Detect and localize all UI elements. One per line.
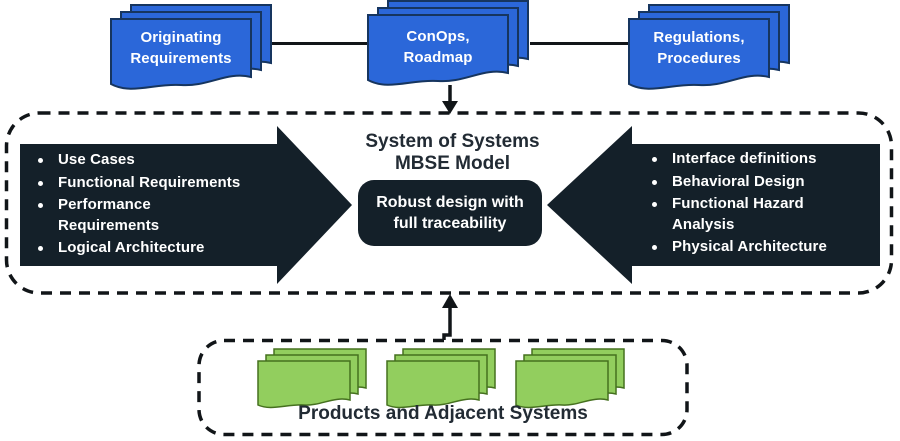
- mbse-model-title: System of Systems MBSE Model: [365, 131, 540, 174]
- list-item: Functional Hazard Analysis: [650, 194, 878, 235]
- list-item-label: Behavioral Design: [672, 172, 805, 190]
- list-item: Functional Requirements: [36, 173, 282, 194]
- green-doc-stack-1: [257, 348, 367, 409]
- doc-stack-conops-roadmap: [367, 0, 529, 86]
- list-item: Interface definitions: [650, 149, 878, 170]
- list-item: Physical Architecture: [650, 237, 878, 258]
- bullet-dot: [38, 180, 43, 186]
- doc-stack-regulations-procedures: [628, 4, 790, 90]
- bullet-dot: [652, 202, 657, 207]
- doc-stack-originating-requirements: [110, 4, 272, 90]
- document-page: [628, 18, 770, 90]
- document-page: [515, 360, 609, 409]
- left-arrow-list: Use Cases Functional Requirements Perfor…: [36, 150, 282, 259]
- document-page: [386, 360, 480, 409]
- regulations-procedures-label: Regulations, Procedures: [653, 29, 745, 67]
- products-adjacent-systems-label: Products and Adjacent Systems: [298, 403, 588, 424]
- list-item-label: Performance Requirements: [58, 196, 160, 234]
- document-page: [110, 18, 252, 90]
- list-item-label: Use Cases: [58, 151, 135, 168]
- list-item-label: Logical Architecture: [58, 239, 205, 256]
- list-item: Performance Requirements: [36, 195, 282, 236]
- document-page: [367, 14, 509, 86]
- bullet-dot: [38, 246, 43, 251]
- green-doc-stack-3: [515, 348, 625, 409]
- list-item-label: Interface definitions: [672, 150, 817, 167]
- bullet-dot: [38, 158, 43, 163]
- list-item: Logical Architecture: [36, 238, 282, 259]
- bullet-dot: [652, 245, 657, 250]
- bullet-dot: [652, 157, 657, 162]
- list-item-label: Functional Requirements: [58, 173, 241, 191]
- conops-roadmap-label: ConOps, Roadmap: [403, 28, 473, 66]
- list-item: Behavioral Design: [650, 172, 878, 193]
- green-doc-stack-2: [386, 348, 496, 409]
- robust-design-box: Robust design with full traceability: [358, 180, 542, 246]
- bullet-dot: [652, 179, 657, 185]
- list-item-label: Functional Hazard Analysis: [672, 195, 804, 233]
- right-arrow-list: Interface definitions Behavioral Design …: [650, 149, 878, 258]
- list-item-label: Physical Architecture: [672, 238, 827, 255]
- document-page: [257, 360, 351, 409]
- robust-design-label: Robust design with full traceability: [376, 194, 524, 232]
- up-arrow: [442, 294, 458, 340]
- bullet-dot: [38, 203, 43, 208]
- originating-requirements-label: Originating Requirements: [130, 29, 232, 67]
- list-item: Use Cases: [36, 150, 282, 171]
